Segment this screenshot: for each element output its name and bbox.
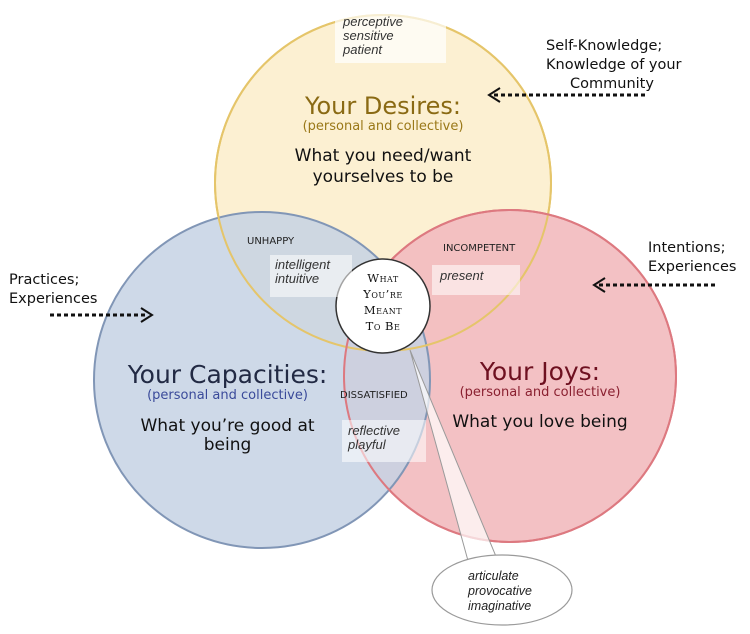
callout-traits: articulate provocative imaginative [442, 569, 572, 614]
center-circle [335, 258, 431, 354]
desires-traits: perceptive sensitive patient [335, 13, 446, 63]
annotation-left-line-1: Practices; [9, 272, 80, 288]
capacities-body-line-2: being [203, 435, 252, 455]
capacities-body-line-1: What you’re good at [140, 416, 315, 436]
annotation-left-line-2: Experiences [9, 291, 98, 307]
annotation-top-right-line-2: Knowledge of your [546, 57, 682, 73]
joys-title: Your Joys: [479, 357, 601, 386]
joys-body-line-1: What you love being [452, 412, 628, 432]
trait-intelligent: intelligent [275, 257, 330, 272]
trait-reflective: reflective [348, 423, 401, 438]
center-line-2: You’re [363, 287, 403, 301]
desires-body-line-1: What you need/want [294, 146, 472, 166]
trait-playful: playful [348, 437, 386, 452]
joys-subtitle: (personal and collective) [459, 385, 621, 400]
callout-bubble [431, 554, 573, 626]
dissatisfied-traits: reflective playful [342, 420, 426, 462]
center-line-1: What [367, 271, 399, 285]
desires-body-line-2: yourselves to be [312, 167, 454, 187]
unhappy-traits: intelligent intuitive [270, 255, 352, 297]
trait-sensitive: sensitive [343, 28, 394, 43]
center-line-4: To Be [365, 319, 401, 333]
trait-provocative: provocative [468, 584, 532, 598]
desires-title: Your Desires: [305, 92, 461, 120]
capacities-body: What you’re good at being [105, 417, 350, 455]
desires-body: What you need/want yourselves to be [243, 146, 523, 188]
arrow-right [592, 277, 715, 293]
capacities-title: Your Capacities: [127, 360, 328, 389]
center-label: What You’re Meant To Be [340, 270, 426, 334]
incompetent-tag: INCOMPETENT [443, 243, 516, 254]
annotation-top-right-line-1: Self-Knowledge; [546, 38, 663, 54]
joys-outline [343, 209, 677, 543]
annotation-top-right: Self-Knowledge; Knowledge of your Commun… [546, 37, 696, 94]
trait-perceptive: perceptive [343, 14, 403, 29]
annotation-right-line-2: Experiences [648, 259, 737, 275]
joys-title-block: Your Joys: (personal and collective) Wha… [435, 357, 645, 432]
annotation-right: Intentions; Experiences [648, 239, 748, 277]
trait-present: present [440, 268, 484, 283]
desires-subtitle: (personal and collective) [302, 119, 464, 134]
incompetent-traits: present [432, 265, 520, 295]
arrow-top-right [487, 87, 645, 103]
trait-articulate: articulate [468, 569, 519, 583]
unhappy-tag: UNHAPPY [247, 236, 295, 247]
trait-patient: patient [343, 42, 383, 57]
annotation-right-line-1: Intentions; [648, 240, 726, 256]
center-line-3: Meant [363, 303, 403, 317]
desires-title-block: Your Desires: (personal and collective) … [243, 92, 523, 188]
trait-intuitive: intuitive [275, 271, 320, 286]
annotation-left: Practices; Experiences [9, 271, 119, 309]
annotation-top-right-line-3: Community [570, 76, 654, 92]
capacities-title-block: Your Capacities: (personal and collectiv… [105, 360, 350, 455]
joys-body: What you love being [435, 412, 645, 432]
trait-imaginative: imaginative [468, 599, 532, 613]
arrow-left [50, 307, 154, 323]
capacities-subtitle: (personal and collective) [147, 388, 308, 403]
dissatisfied-tag: DISSATISFIED [340, 390, 408, 401]
